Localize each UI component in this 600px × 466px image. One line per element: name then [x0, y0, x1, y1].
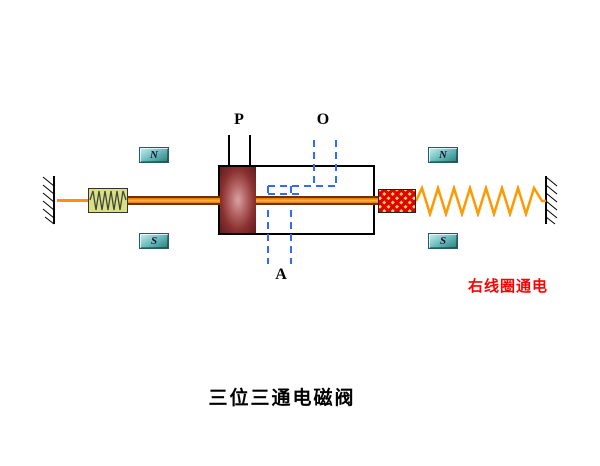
- valve-spool: [220, 167, 256, 233]
- magnet-right-n: N: [428, 147, 458, 163]
- port-a-label: A: [275, 266, 287, 283]
- magnet-right-n-label: N: [439, 149, 447, 161]
- right-spring-icon: [416, 185, 546, 217]
- left-spring-housing: [88, 188, 128, 213]
- left-compressed-spring-icon: [89, 190, 127, 211]
- magnet-left-s: S: [139, 233, 169, 249]
- diagram-caption: 三位三通电磁阀: [208, 388, 356, 409]
- magnet-left-s-label: S: [150, 235, 158, 247]
- magnet-left-n: N: [139, 147, 169, 163]
- magnet-right-s-label: S: [439, 235, 447, 247]
- port-o-label: O: [316, 111, 330, 128]
- magnet-left-n-label: N: [150, 149, 158, 161]
- right-fixed-wall-icon: [545, 176, 558, 225]
- port-p-line-right: [249, 135, 251, 166]
- flow-path-dashes-icon: [267, 140, 337, 264]
- port-p-line-left: [228, 135, 230, 166]
- magnet-right-s: S: [428, 233, 458, 249]
- right-spring-coupler: [378, 189, 416, 213]
- left-anchor-line: [57, 199, 88, 202]
- port-p-label: P: [234, 111, 244, 128]
- left-fixed-wall-icon: [42, 176, 55, 225]
- status-label: 右线圈通电: [468, 278, 549, 295]
